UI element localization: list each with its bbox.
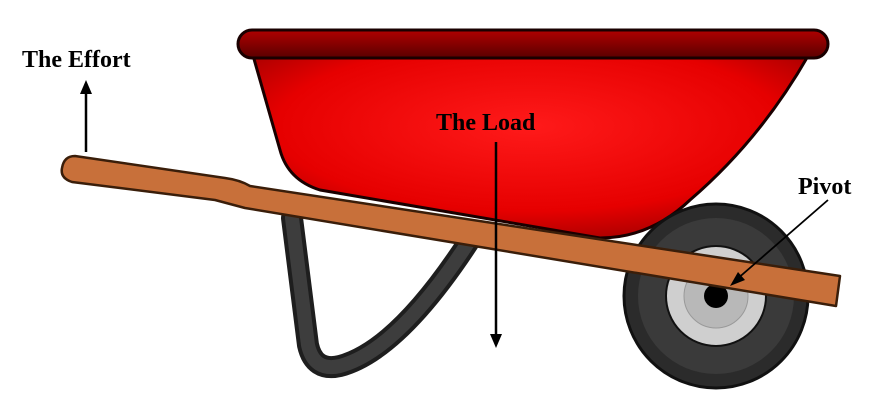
axle <box>704 284 728 308</box>
wheelbarrow-icon <box>60 28 842 390</box>
pivot-pointer-head <box>730 272 745 286</box>
pivot-label: Pivot <box>798 174 851 200</box>
load-label: The Load <box>436 110 536 136</box>
effort-label: The Effort <box>22 47 131 73</box>
effort-arrowhead <box>80 80 92 94</box>
handle <box>60 154 842 308</box>
pivot-pointer <box>735 199 829 281</box>
tray-rim <box>236 28 830 60</box>
load-arrowhead <box>490 334 502 348</box>
